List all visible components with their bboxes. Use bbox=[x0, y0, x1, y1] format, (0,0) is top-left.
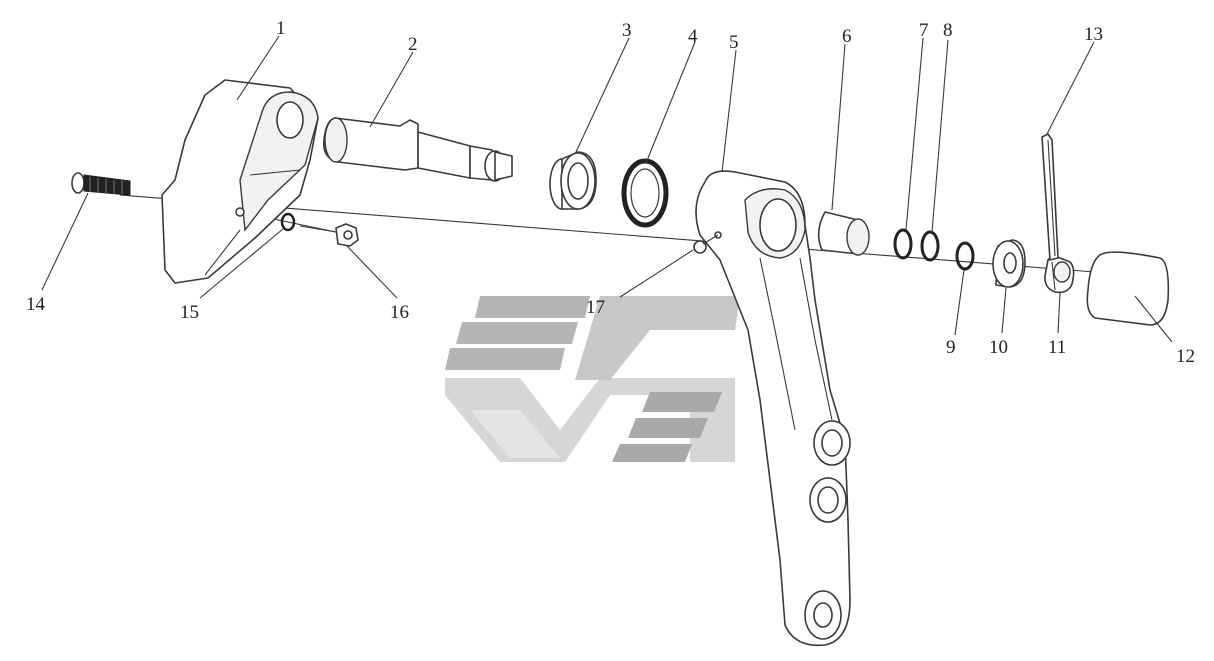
callout-14: 14 bbox=[26, 294, 46, 315]
callout-6: 6 bbox=[842, 26, 852, 47]
part-12-cap bbox=[1086, 251, 1170, 326]
part-14-bolt bbox=[71, 172, 131, 196]
callout-17: 17 bbox=[586, 297, 605, 318]
callout-10: 10 bbox=[989, 337, 1008, 358]
watermark-logo bbox=[445, 296, 740, 462]
part-17-grease-fitting bbox=[693, 231, 722, 254]
part-10-washer bbox=[992, 239, 1026, 288]
leader-lines bbox=[41, 35, 1173, 343]
callout-13: 13 bbox=[1084, 24, 1103, 45]
callout-8: 8 bbox=[943, 20, 953, 41]
part-16-nut bbox=[299, 223, 359, 247]
part-7-ring bbox=[893, 228, 913, 260]
part-1-bracket bbox=[161, 79, 319, 284]
part-11-castle-nut bbox=[1044, 256, 1075, 294]
callout-9: 9 bbox=[946, 337, 956, 358]
callout-3: 3 bbox=[622, 20, 632, 41]
part-6-sleeve bbox=[817, 211, 870, 256]
part-5-lever-arm bbox=[695, 170, 851, 647]
callout-7: 7 bbox=[919, 20, 929, 41]
callout-12: 12 bbox=[1176, 346, 1195, 367]
part-2-shaft bbox=[322, 117, 513, 182]
part-13-cotter-pin bbox=[1041, 133, 1059, 261]
callout-11: 11 bbox=[1048, 337, 1066, 358]
part-4-seal-ring bbox=[621, 158, 669, 228]
callout-16: 16 bbox=[390, 302, 409, 323]
callout-4: 4 bbox=[688, 26, 698, 47]
part-3-bushing bbox=[549, 151, 597, 210]
callout-2: 2 bbox=[408, 34, 418, 55]
callout-1: 1 bbox=[276, 18, 286, 39]
part-8-ring bbox=[920, 230, 940, 262]
part-15-lock-washer bbox=[280, 212, 296, 232]
callout-5: 5 bbox=[729, 32, 739, 53]
callout-15: 15 bbox=[180, 302, 199, 323]
part-9-ring bbox=[955, 241, 975, 271]
callout-labels: 1 2 3 4 5 6 7 8 9 10 11 12 13 14 15 16 1… bbox=[26, 18, 1195, 367]
